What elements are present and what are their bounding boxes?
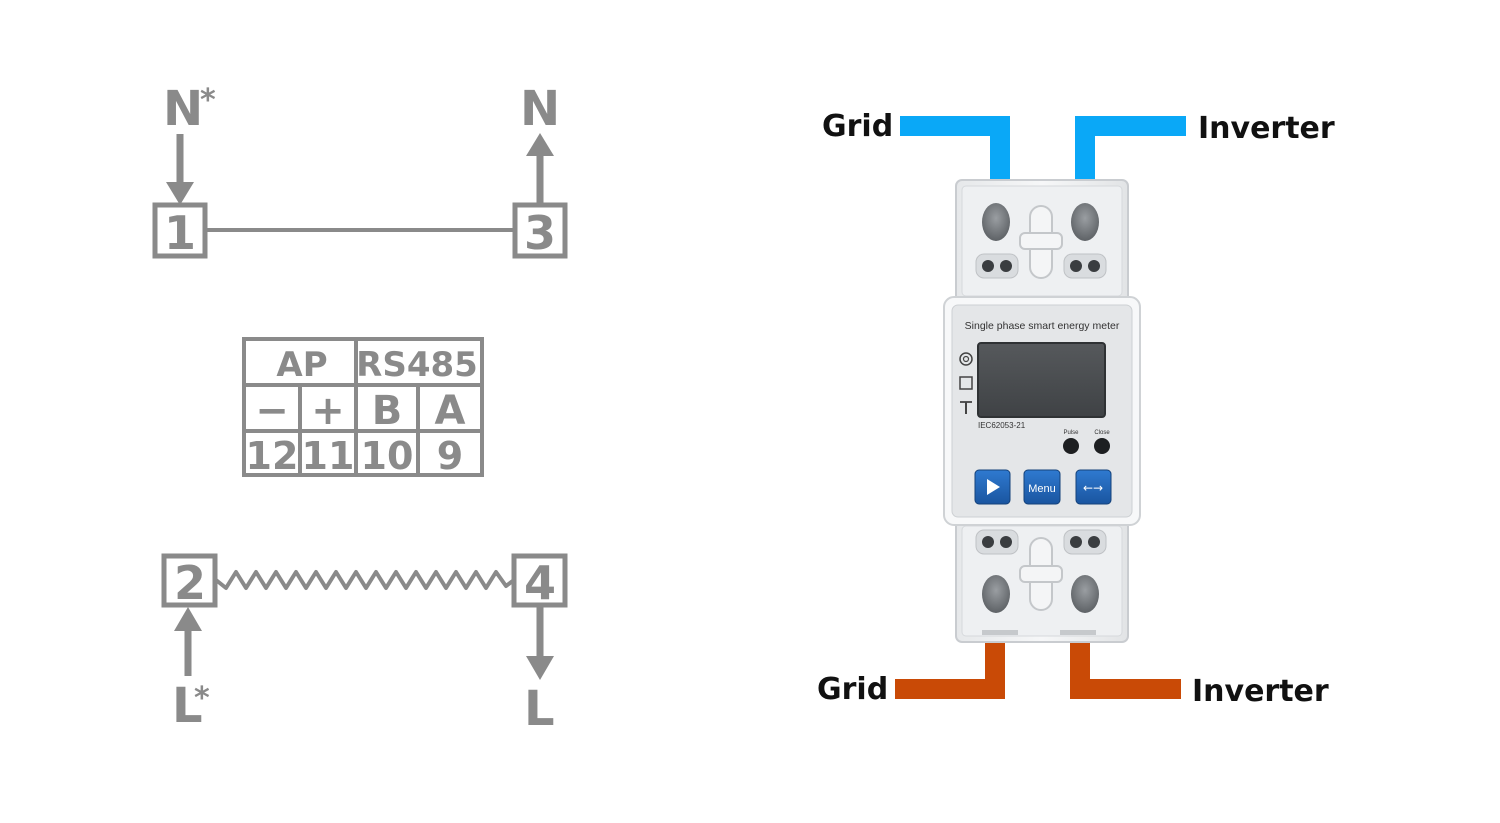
inverter-bottom-label: Inverter [1192, 674, 1329, 709]
switch-button[interactable]: ←→ [1075, 469, 1112, 505]
play-button[interactable] [974, 469, 1011, 505]
line-out-label: L [524, 681, 555, 737]
switch-button-label: ←→ [1083, 481, 1103, 495]
pulse-label: Pulse [1063, 430, 1079, 436]
line-in-label: L [172, 678, 203, 734]
terminal-table: AP RS485 − + B A 12 11 10 9 [242, 337, 484, 478]
screw-hole-icon [1071, 575, 1099, 613]
energy-meter: Single phase smart energy meter IEC62053… [943, 179, 1141, 643]
arrow-down-icon [526, 606, 554, 680]
terminal-2-number: 2 [174, 556, 206, 610]
menu-button-label: Menu [1028, 483, 1056, 495]
table-number-12: 12 [246, 434, 299, 478]
screw-hole-icon [1071, 203, 1099, 241]
terminal-1-box [152, 202, 208, 259]
lcd-display [977, 342, 1106, 418]
table-header-rs485: RS485 [356, 345, 478, 385]
grid-bottom-wire [895, 636, 1005, 699]
terminal-3-box [512, 202, 568, 259]
arrow-up-icon [174, 607, 202, 676]
wiring-schematic: N * N 1 3 AP RS485 − [152, 81, 568, 737]
square-icon [959, 376, 973, 390]
table-signal-minus: − [255, 388, 289, 434]
meter-connection-illustration: Grid Inverter Grid Inverter [817, 109, 1335, 709]
neutral-out-label: N [520, 81, 560, 137]
close-led-icon [1094, 438, 1110, 454]
play-icon [987, 479, 1000, 495]
current-coil-zigzag [214, 570, 516, 590]
terminal-4-box [511, 553, 568, 608]
terminal-3-number: 3 [524, 206, 556, 260]
neutral-in-label: N [163, 81, 203, 137]
table-number-9: 9 [437, 434, 463, 478]
table-signal-plus: + [311, 388, 345, 434]
inverter-top-wire [1075, 116, 1186, 190]
screw-hole-icon [982, 575, 1010, 613]
grid-top-wire [900, 116, 1010, 190]
terminal-2-box [161, 553, 218, 608]
line-in-star: * [194, 681, 210, 716]
screw-hole-icon [982, 203, 1010, 241]
table-signal-a: A [435, 388, 466, 434]
table-signal-b: B [372, 388, 403, 434]
menu-button[interactable]: Menu [1023, 469, 1061, 505]
arrow-up-icon [526, 133, 554, 204]
close-label: Close [1094, 430, 1110, 436]
grid-bottom-label: Grid [817, 672, 888, 707]
table-header-ap: AP [276, 345, 327, 385]
grid-top-label: Grid [822, 109, 893, 144]
terminal-1-number: 1 [164, 206, 196, 260]
terminal-4-number: 4 [524, 556, 556, 610]
pulse-led-icon [1063, 438, 1079, 454]
antenna-icon [960, 401, 972, 414]
neutral-in-star: * [200, 83, 216, 118]
table-number-10: 10 [361, 434, 414, 478]
meter-standard: IEC62053-21 [978, 421, 1026, 430]
inverter-top-label: Inverter [1198, 111, 1335, 146]
settings-icon [959, 352, 973, 366]
arrow-down-icon [166, 134, 194, 205]
meter-title: Single phase smart energy meter [965, 320, 1120, 332]
inverter-bottom-wire [1070, 636, 1181, 699]
table-number-11: 11 [302, 434, 355, 478]
